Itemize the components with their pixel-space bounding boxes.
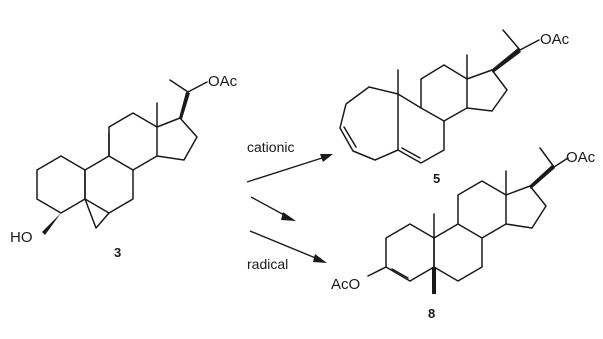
product-8-aco-label: AcO [331, 276, 360, 293]
product-8-structure: AcO OAc 8 [331, 147, 596, 321]
reactant-ring-d [156, 117, 198, 161]
reactant-oh-wedge [42, 213, 61, 235]
product-5-ring-c [420, 64, 468, 122]
reactant-ring-b [84, 155, 134, 214]
product-8-compound-number: 8 [428, 306, 435, 321]
reactant-oh-label: HO [10, 229, 33, 246]
radical-arrow-lower: radical [247, 230, 327, 272]
product-5-ring-a [339, 86, 399, 161]
product-8-ring-a-edge [409, 266, 435, 282]
product-5-side-chain-wedge [491, 48, 521, 73]
product-5-side-chain [502, 29, 540, 51]
product-8-ring-a [385, 223, 435, 282]
product-8-ring-c [457, 180, 507, 239]
reactant-3-structure: HO OAc 3 [10, 73, 238, 260]
reactant-side-chain [169, 79, 208, 93]
product-8-ring-a-double-bond [391, 268, 409, 279]
product-5-ring-a-double-bond [343, 126, 357, 148]
reactant-ring-a [36, 155, 86, 214]
product-8-enol-bond [367, 266, 387, 277]
product-5-compound-number: 5 [433, 171, 440, 186]
product-8-oac-label: OAc [566, 149, 596, 166]
product-8-side-chain-wedge [529, 165, 555, 189]
reactant-side-chain-wedge [179, 92, 190, 119]
product-8-side-chain [539, 147, 569, 168]
radical-arrow-upper [250, 196, 296, 221]
reactant-cyclopropane [84, 198, 110, 229]
reactant-ring-c [108, 112, 158, 171]
cationic-condition-label: cationic [247, 139, 294, 155]
radical-condition-label: radical [247, 256, 288, 272]
reactant-oac-label: OAc [208, 73, 238, 90]
product-5-ring-b-double-bond [401, 147, 421, 159]
cationic-arrow: cationic [246, 139, 333, 183]
product-5-ring-d [466, 69, 508, 112]
product-8-c5-methyl-wedge [432, 267, 436, 294]
product-5-structure: OAc 5 [339, 29, 570, 186]
product-8-ring-d [505, 185, 547, 229]
product-8-ring-b [433, 223, 483, 282]
reactant-compound-number: 3 [114, 245, 121, 260]
product-5-oac-label: OAc [540, 31, 570, 48]
